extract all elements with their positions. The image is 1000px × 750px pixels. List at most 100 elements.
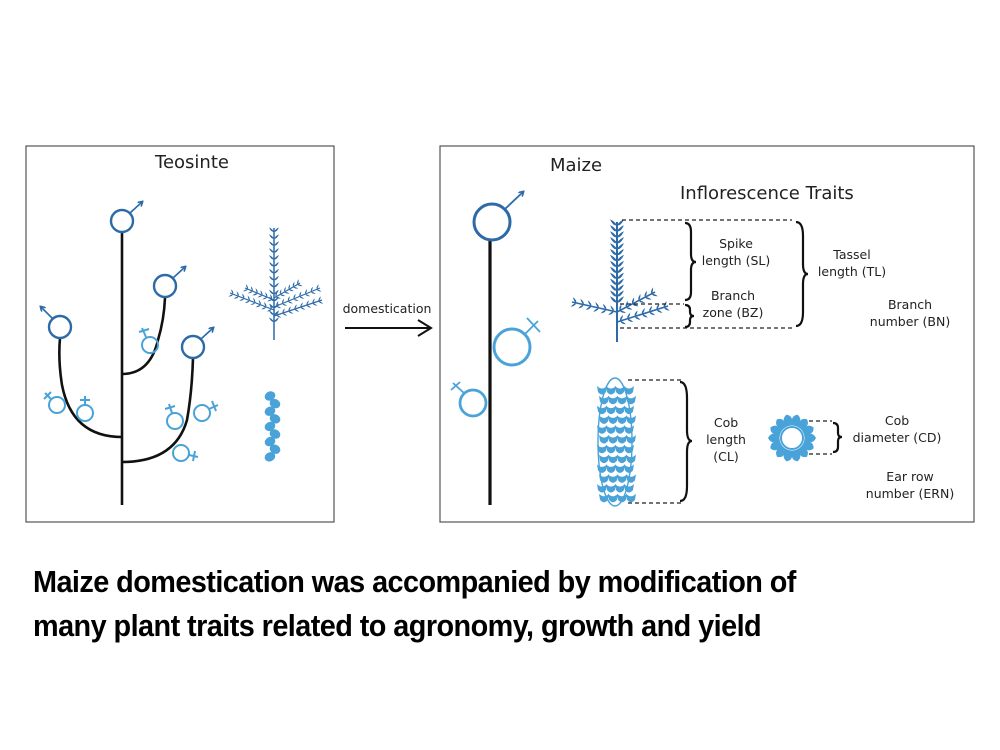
teosinte-stems: [58, 232, 195, 505]
spikelet: [318, 301, 324, 304]
spikelet: [281, 298, 285, 304]
teosinte-title: Teosinte: [154, 152, 229, 173]
cob-kernel: [626, 415, 636, 424]
female-symbol-icon: [172, 444, 199, 462]
spikelet: [617, 225, 624, 232]
spikelet: [274, 241, 279, 246]
cob-kernel: [624, 386, 634, 395]
female-symbol-icon: [43, 391, 66, 414]
ear-kernel: [264, 406, 276, 416]
teosinte-male-flowers: [41, 202, 213, 360]
cob-kernel: [599, 493, 609, 503]
male-symbol-icon: [152, 267, 185, 299]
spikelet: [593, 307, 599, 312]
spikelet: [274, 269, 279, 274]
spikelet: [274, 289, 279, 295]
spikelet: [617, 266, 624, 273]
spikelet: [288, 301, 293, 304]
spikelet: [257, 295, 262, 298]
spikelet: [276, 310, 279, 315]
female-symbol-icon: [164, 403, 184, 430]
ear-kernel: [269, 398, 281, 409]
maize-female-symbol-large-icon: [492, 317, 541, 367]
spikelet: [253, 297, 256, 303]
cob-kernel: [626, 435, 636, 444]
cob-kernel: [597, 386, 607, 395]
spikelet: [634, 310, 638, 317]
spikelet: [261, 306, 266, 310]
spikelet: [580, 298, 584, 305]
cob-kernel: [626, 454, 636, 464]
spikelet: [255, 288, 258, 293]
caption-line-1: Maize domestication was accompanied by m…: [33, 564, 796, 599]
spikelet: [293, 293, 296, 299]
spikelet: [274, 262, 279, 267]
cob-kernel: [606, 444, 616, 454]
spikelet: [600, 309, 606, 314]
cob-kernel: [599, 454, 609, 464]
brace-cob-diameter: [832, 421, 843, 454]
cob-kernel: [624, 464, 634, 473]
spikelet: [274, 234, 279, 239]
spikelet: [610, 243, 617, 250]
male-symbol-icon: [180, 328, 213, 360]
spikelet: [233, 296, 239, 299]
maize-cob-icon: [597, 377, 636, 507]
spikelet: [274, 275, 279, 281]
spikelet: [610, 231, 617, 238]
spikelet: [610, 249, 617, 256]
spikelet: [649, 311, 656, 316]
spikelet: [300, 302, 303, 307]
branch-upper-right: [121, 297, 167, 376]
spikelet: [317, 289, 322, 292]
spikelet: [294, 298, 299, 302]
cob-kernel: [624, 425, 634, 434]
cob-kernel: [615, 444, 625, 454]
spikelet: [304, 289, 308, 294]
spikelet: [642, 314, 648, 318]
cob-kernel: [606, 464, 616, 473]
spikelet: [294, 304, 297, 309]
spikelet: [242, 289, 248, 292]
spikelet: [608, 311, 614, 316]
spike-axis: [244, 287, 275, 301]
spikelet: [284, 291, 290, 294]
spikelet: [617, 219, 624, 226]
cob-kernel: [608, 493, 618, 503]
teosinte-tassel-icon: [228, 227, 324, 340]
spikelet: [650, 287, 654, 294]
cob-cross-section-icon: [768, 414, 816, 462]
female-symbol-icon: [193, 400, 219, 422]
spikelet: [299, 291, 302, 297]
spikelet: [656, 309, 663, 314]
spike-axis: [273, 299, 323, 317]
spikelet: [255, 304, 261, 308]
spikelet: [269, 304, 272, 309]
spikelet: [617, 237, 624, 244]
spikelet: [627, 312, 631, 319]
spikelet: [274, 255, 279, 260]
spikelet: [297, 279, 299, 285]
spikelet: [310, 286, 313, 292]
spikelet: [244, 300, 250, 304]
spikelet: [627, 318, 634, 323]
spikelet: [620, 320, 626, 325]
spikelet: [269, 310, 274, 315]
cob-section-kernel: [805, 433, 816, 443]
spikelet: [284, 286, 286, 292]
cob-kernel: [599, 415, 609, 424]
spikelet: [316, 284, 319, 290]
teosinte-ear-icon: [264, 391, 281, 462]
spikelet: [275, 291, 278, 297]
spikelet: [638, 294, 641, 301]
spikelet: [595, 302, 599, 308]
cob-kernel: [608, 415, 618, 424]
brace-cob-length: [679, 380, 693, 503]
cob-kernel: [608, 435, 618, 444]
spikelet: [269, 255, 274, 260]
braces: [679, 220, 843, 503]
